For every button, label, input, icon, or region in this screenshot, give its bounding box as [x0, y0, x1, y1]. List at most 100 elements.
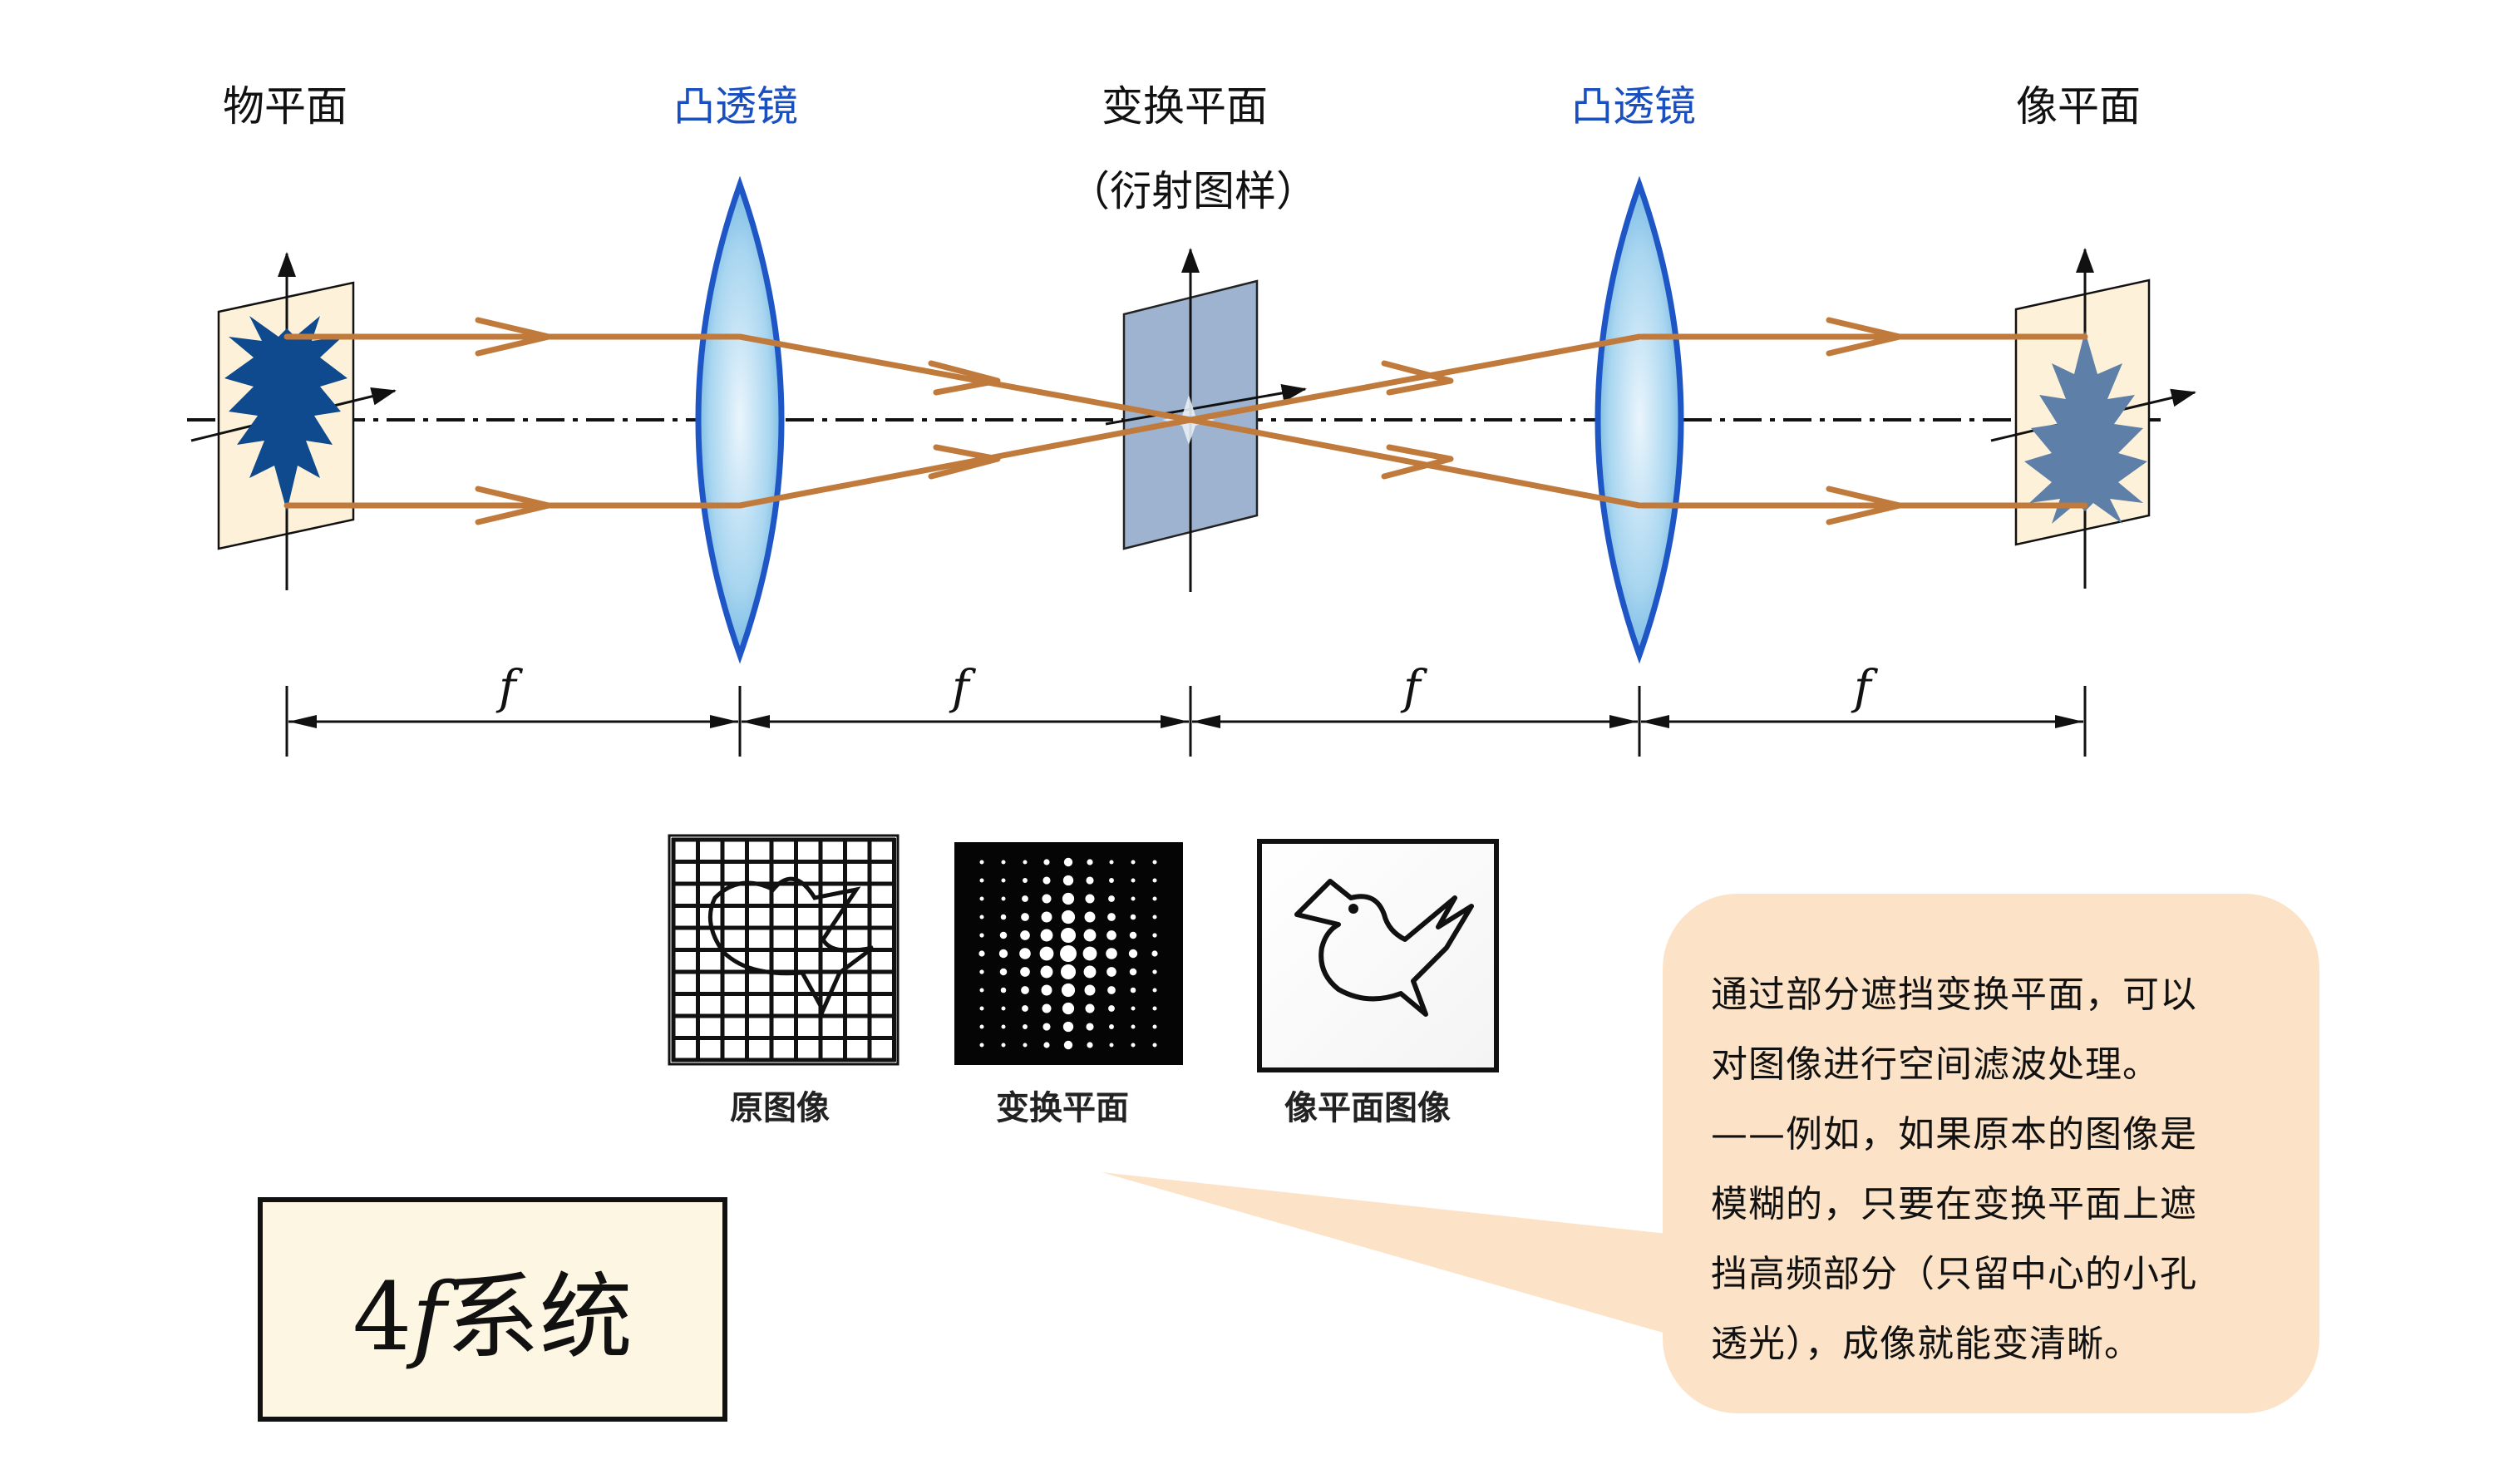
note-line-5: 挡高频部分（只留中心的小孔 — [1711, 1253, 2197, 1295]
spectrum-dot — [1106, 948, 1117, 959]
spectrum-dot — [1085, 1003, 1095, 1013]
spectrum-dot — [1109, 878, 1114, 883]
spectrum-dot — [1000, 987, 1007, 993]
object-fern-shape — [224, 316, 347, 511]
spectrum-dot — [1040, 965, 1053, 979]
spectrum-dot — [1152, 915, 1157, 919]
spectrum-dot — [1062, 1002, 1075, 1015]
ray-bottom-segment-3 — [1187, 333, 1643, 423]
spectrum-dot — [1020, 930, 1030, 940]
spectrum-dot — [1022, 1005, 1028, 1012]
spectrum-dot — [1062, 892, 1075, 905]
spectrum-dot — [1020, 967, 1030, 977]
spectrum-dot — [1041, 911, 1052, 923]
spectrum-dot — [1042, 876, 1051, 885]
spectrum-dot — [999, 968, 1008, 976]
spectrum-dot — [979, 969, 984, 974]
spectrum-dot — [1063, 857, 1073, 867]
spectrum-dot — [1152, 933, 1157, 938]
bird-icon — [1294, 879, 1474, 1017]
spectrum-dot — [1040, 929, 1053, 942]
spectrum-dot — [1084, 984, 1096, 996]
ray-direction-arrows — [475, 317, 1903, 525]
focal-length-label-4: f — [1854, 661, 1871, 715]
spectrum-dot — [1000, 914, 1007, 920]
spectrum-dot — [978, 950, 985, 957]
spectrum-dot — [1084, 911, 1096, 923]
spectrum-dot — [1152, 1006, 1157, 1011]
spectrum-dot — [1109, 1043, 1114, 1048]
spectrum-dot — [1130, 914, 1136, 920]
spectrum-dot — [1023, 1043, 1028, 1048]
spectrum-dot — [1131, 860, 1136, 865]
spectrum-dot — [1131, 896, 1136, 901]
spectrum-dot — [1108, 1005, 1115, 1012]
spectrum-dot — [979, 1006, 984, 1011]
spectrum-dot — [1083, 965, 1097, 979]
title-box: 4f系统 — [258, 1197, 727, 1422]
spectrum-dot — [1109, 860, 1114, 865]
spectrum-dot — [1130, 987, 1136, 993]
spectrum-dot — [1152, 988, 1157, 993]
spectrum-dot — [1039, 946, 1054, 961]
spectrum-dot — [1060, 945, 1077, 962]
spectrum-dot — [979, 1024, 984, 1029]
spectrum-dot — [1001, 896, 1006, 901]
spectrum-dot — [1085, 894, 1095, 904]
spectrum-dot — [979, 915, 984, 919]
thumbnail-caption-image: 像平面图像 — [1284, 1088, 1451, 1127]
spectrum-dot — [1061, 910, 1076, 924]
focal-length-label-2: f — [952, 661, 969, 715]
spectrum-dot — [1043, 859, 1050, 865]
spectrum-dot — [1042, 894, 1052, 904]
spectrum-dot — [1152, 860, 1157, 865]
spectrum-dot — [979, 933, 984, 938]
spectrum-dot — [1001, 878, 1006, 883]
convex-lens-2 — [1594, 175, 1684, 664]
lens-1-label: 凸透镜 — [673, 82, 798, 131]
spectrum-dot — [1019, 948, 1031, 959]
spectrum-dot — [1043, 1042, 1050, 1048]
spectrum-dot — [1131, 1006, 1136, 1011]
spectrum-dot — [1041, 984, 1052, 996]
spectrum-dot — [1042, 1003, 1052, 1013]
thumbnail-caption-original: 原图像 — [730, 1088, 830, 1127]
image-fern-shape — [2024, 331, 2147, 524]
spectrum-dot — [1042, 1023, 1051, 1031]
thumbnail-original-image — [668, 834, 900, 1066]
image-plane-label: 像平面 — [2016, 82, 2141, 131]
convex-lens-1 — [695, 175, 785, 664]
spectrum-dot — [1152, 1043, 1157, 1048]
spectrum-dot — [1022, 895, 1028, 902]
spectrum-dot — [1021, 913, 1029, 921]
spectrum-dot — [1129, 968, 1137, 976]
light-rays — [283, 333, 2088, 509]
dimension-line — [285, 686, 2087, 757]
spectrum-dot — [1062, 875, 1074, 886]
spectrum-dot — [998, 949, 1008, 959]
object-plane — [190, 252, 397, 590]
spectrum-dot — [1062, 1021, 1074, 1033]
spectrum-dot — [1086, 876, 1094, 885]
spectrum-dot — [1131, 878, 1136, 883]
callout-pointer — [1102, 1172, 1713, 1347]
thumbnail-transform-plane — [954, 842, 1183, 1065]
note-line-6: 透光），成像就能变清晰。 — [1711, 1323, 2142, 1365]
object-plane-label: 物平面 — [223, 82, 347, 131]
spectrum-dot — [1021, 986, 1029, 994]
spectrum-dot — [979, 1043, 984, 1048]
spectrum-dot — [1082, 946, 1097, 961]
spectrum-dot — [1107, 967, 1116, 977]
spectrum-dot — [1063, 1040, 1073, 1050]
spectrum-dot — [1152, 969, 1157, 974]
note-line-4: 模糊的，只要在变换平面上遮 — [1711, 1183, 2197, 1225]
spectrum-dot — [1001, 860, 1006, 865]
spectrum-dot — [1152, 878, 1157, 883]
spectrum-dot — [1001, 1024, 1006, 1029]
spectrum-dot — [999, 931, 1008, 939]
spectrum-dot — [1087, 1042, 1093, 1048]
spectrum-dot — [1086, 1023, 1094, 1031]
focal-length-label-1: f — [499, 661, 516, 715]
spectrum-dot — [1001, 1006, 1006, 1011]
